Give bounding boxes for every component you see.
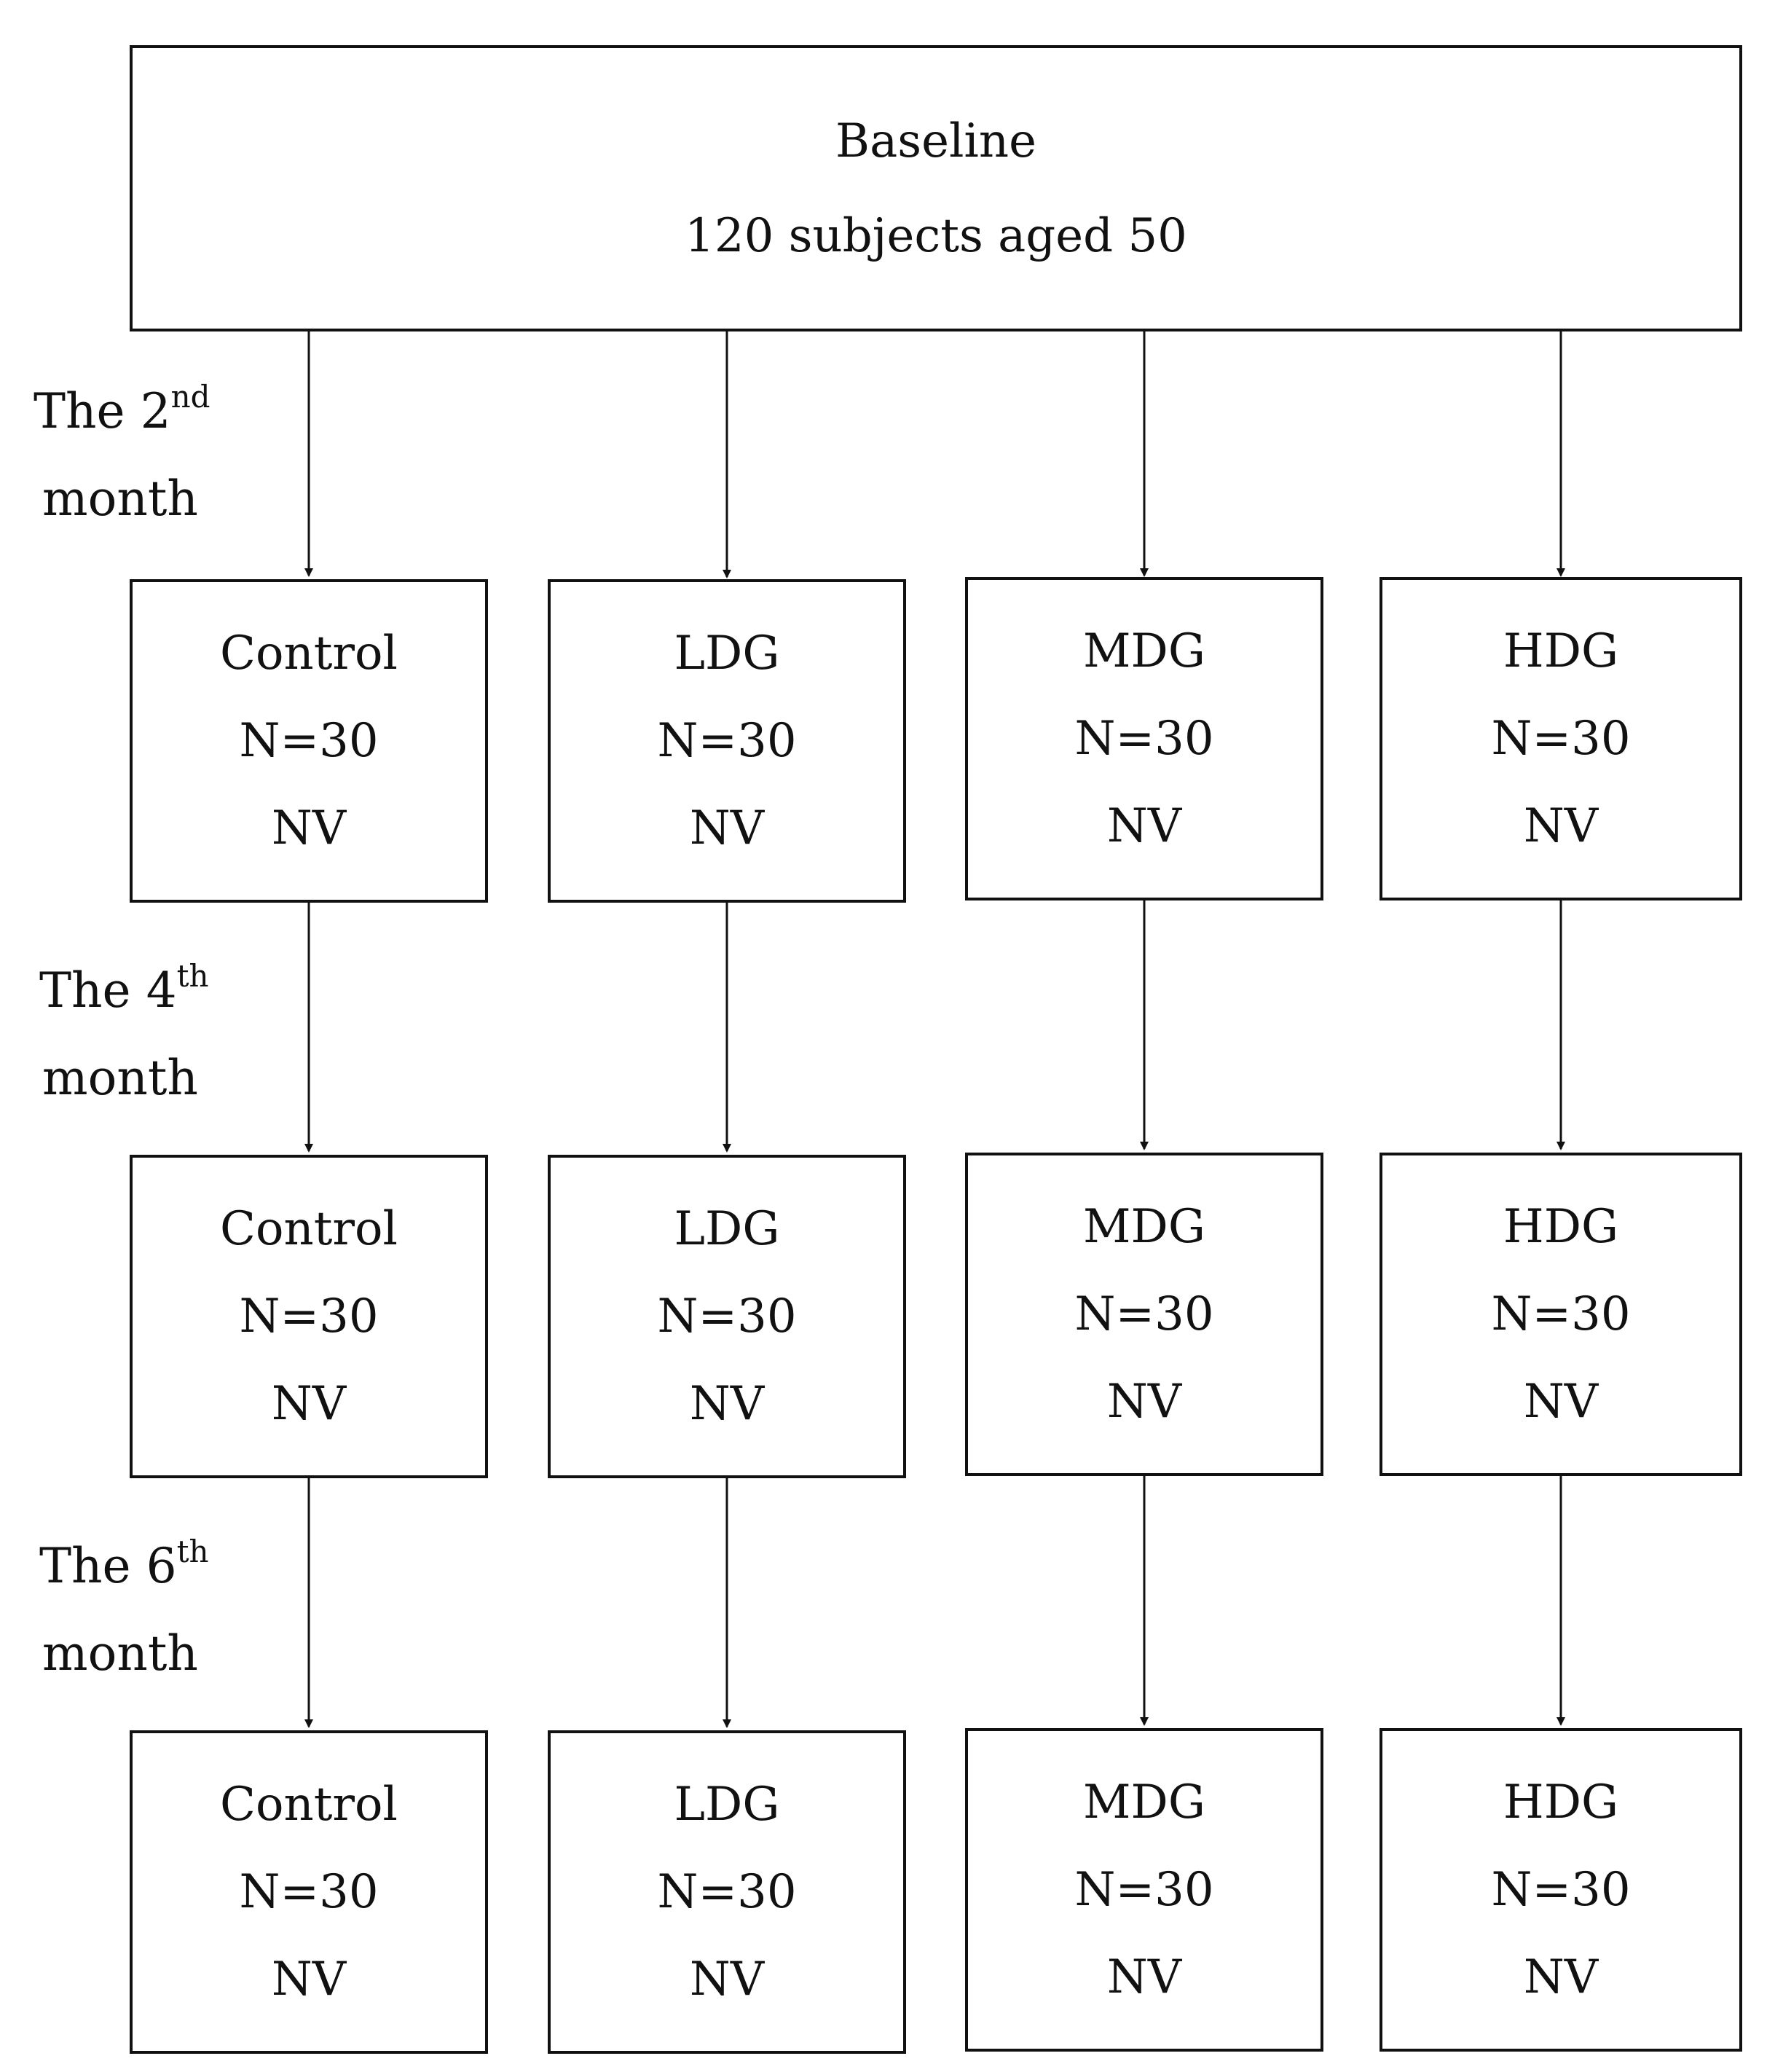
group-name: LDG (674, 627, 780, 680)
group-box-hdg: HDG N=30 NV (1380, 1153, 1742, 1476)
group-value: NV (689, 1377, 765, 1431)
group-value: NV (1523, 1950, 1599, 2004)
group-box-mdg: MDG N=30 NV (965, 577, 1323, 900)
group-count: N=30 (1074, 712, 1214, 766)
group-count: N=30 (1491, 712, 1631, 766)
group-count: N=30 (239, 714, 379, 768)
group-count: N=30 (1491, 1863, 1631, 1917)
baseline-box: Baseline 120 subjects aged 50 (130, 45, 1742, 331)
time-label-ordinal: nd (170, 379, 210, 415)
time-label-prefix: The (34, 383, 141, 439)
group-name: HDG (1503, 624, 1619, 678)
group-box-ldg: LDG N=30 NV (548, 1730, 906, 2054)
group-box-ldg: LDG N=30 NV (548, 579, 906, 903)
group-value: NV (271, 801, 347, 855)
group-name: LDG (674, 1778, 780, 1832)
group-name: Control (219, 1202, 398, 1256)
group-name: MDG (1083, 624, 1205, 678)
group-count: N=30 (1074, 1863, 1214, 1917)
group-value: NV (271, 1953, 347, 2006)
time-label-2nd-month: The 2nd month (34, 368, 210, 543)
group-value: NV (1106, 1375, 1182, 1429)
time-label-number: 4 (146, 962, 177, 1019)
group-value: NV (1106, 1950, 1182, 2004)
group-count: N=30 (1074, 1287, 1214, 1341)
group-name: HDG (1503, 1200, 1619, 1254)
group-box-ldg: LDG N=30 NV (548, 1155, 906, 1478)
group-value: NV (1523, 799, 1599, 853)
group-name: LDG (674, 1202, 780, 1256)
group-name: MDG (1083, 1200, 1205, 1254)
group-value: NV (1106, 799, 1182, 853)
time-label-ordinal: th (176, 1534, 209, 1569)
group-count: N=30 (657, 1865, 797, 1919)
group-box-control: Control N=30 NV (130, 1155, 488, 1478)
time-label-6th-month: The 6th month (39, 1523, 209, 1698)
group-value: NV (271, 1377, 347, 1431)
group-count: N=30 (239, 1865, 379, 1919)
time-label-prefix: The (39, 1538, 146, 1594)
time-label-month: month (42, 471, 198, 527)
time-label-number: 6 (146, 1538, 177, 1594)
group-name: MDG (1083, 1775, 1205, 1829)
group-box-mdg: MDG N=30 NV (965, 1728, 1323, 2052)
group-name: Control (219, 627, 398, 680)
baseline-subtitle: 120 subjects aged 50 (685, 208, 1187, 263)
group-box-hdg: HDG N=30 NV (1380, 577, 1742, 900)
group-name: Control (219, 1778, 398, 1832)
time-label-ordinal: th (176, 958, 209, 994)
group-count: N=30 (657, 714, 797, 768)
time-label-4th-month: The 4th month (39, 947, 209, 1122)
group-name: HDG (1503, 1775, 1619, 1829)
group-box-mdg: MDG N=30 NV (965, 1153, 1323, 1476)
group-box-hdg: HDG N=30 NV (1380, 1728, 1742, 2052)
group-count: N=30 (239, 1290, 379, 1343)
time-label-number: 2 (140, 383, 171, 439)
group-value: NV (1523, 1375, 1599, 1429)
time-label-prefix: The (39, 962, 146, 1019)
group-box-control: Control N=30 NV (130, 579, 488, 903)
group-count: N=30 (1491, 1287, 1631, 1341)
group-box-control: Control N=30 NV (130, 1730, 488, 2054)
group-value: NV (689, 801, 765, 855)
time-label-month: month (42, 1625, 198, 1681)
group-value: NV (689, 1953, 765, 2006)
time-label-month: month (42, 1050, 198, 1106)
baseline-title: Baseline (835, 114, 1036, 168)
group-count: N=30 (657, 1290, 797, 1343)
